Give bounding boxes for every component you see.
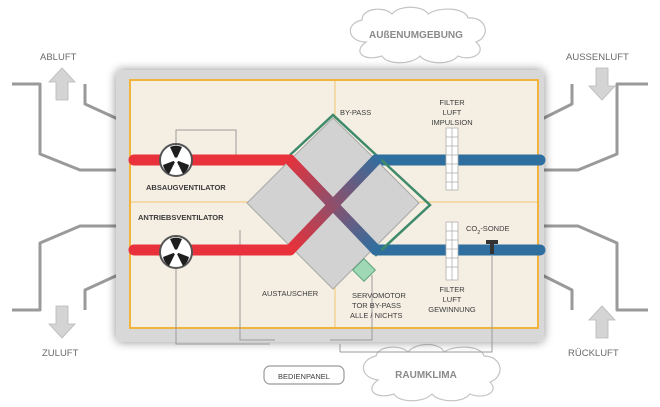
servomotor-box (351, 257, 377, 283)
servomotor-label-2: TOR BY-PASS (352, 301, 401, 310)
filter-recovery (445, 221, 459, 281)
outdoor-env-label: AUßENUMGEBUNG (369, 30, 463, 41)
control-panel-label: BEDIENPANEL (278, 372, 330, 381)
cloud-outdoor-icon (349, 6, 486, 64)
servomotor-label-3: ALLE / NICHTS (350, 311, 403, 320)
filter-recovery-label-1: FILTER (439, 285, 465, 294)
filter-supply-label-2: LUFT (443, 108, 462, 117)
outer-duct-frames (12, 82, 648, 312)
rueckluft-arrow-icon (588, 305, 616, 339)
bypass-label: BY-PASS (340, 108, 371, 117)
co2-sensor-label: CO2-SONDE (466, 224, 509, 236)
filter-supply-label-1: FILTER (439, 98, 465, 107)
filter-recovery-label-2: LUFT (443, 295, 462, 304)
crossing-flows (284, 154, 382, 256)
exhaust-fan-label: ABSAUGVENTILATOR (146, 183, 226, 192)
zuluft-label: ZULUFT (42, 348, 79, 359)
exchanger-label: AUSTAUSCHER (262, 289, 319, 298)
aussenluft-label: AUSSENLUFT (566, 52, 629, 63)
indoor-climate-label: RAUMKLIMA (395, 370, 457, 381)
co2-sensor-icon (486, 240, 498, 254)
rueckluft-label: RÜCKLUFT (568, 348, 619, 359)
servomotor-label-1: SERVOMOTOR (352, 291, 406, 300)
zuluft-arrow-icon (48, 305, 76, 339)
control-panel-box (263, 365, 345, 385)
exhaust-fan-icon (159, 143, 193, 177)
drive-fan-label: ANTRIEBSVENTILATOR (138, 213, 224, 222)
filter-recovery-label-3: GEWINNUNG (428, 305, 476, 314)
filter-supply-label-3: IMPULSION (431, 118, 472, 127)
cloud-indoor-icon (362, 343, 501, 402)
side-arrows (48, 67, 616, 339)
flow-diagonal-2 (284, 154, 382, 256)
abluft-arrow-icon (48, 67, 76, 101)
abluft-label: ABLUFT (40, 52, 77, 63)
aussenluft-arrow-icon (588, 67, 616, 101)
filter-supply (445, 127, 459, 191)
drive-fan-icon (159, 235, 193, 269)
